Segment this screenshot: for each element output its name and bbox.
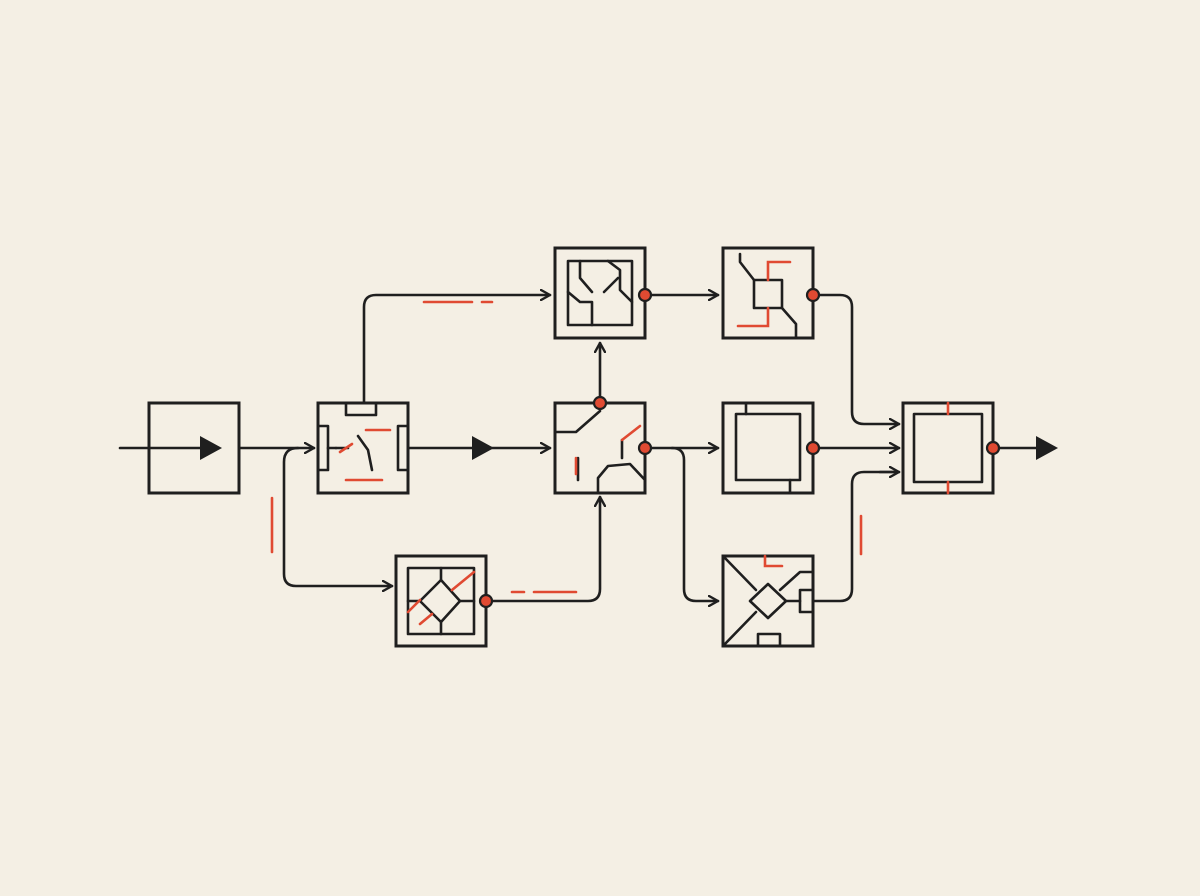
node-upper-right[interactable]: [721, 246, 821, 340]
edge-lower-right-output: [811, 470, 898, 603]
port-marker: [637, 287, 653, 303]
connectors: [118, 293, 1058, 603]
port-marker: [805, 440, 821, 456]
edge-router-lower-right: [670, 446, 720, 601]
port-marker: [805, 287, 821, 303]
port-marker: [637, 440, 653, 456]
accent-dashes: [270, 300, 863, 594]
port-marker: [478, 593, 494, 609]
node-input[interactable]: [147, 401, 241, 495]
node-lower-right[interactable]: [721, 554, 815, 648]
output-arrow-head: [1036, 436, 1058, 460]
input-arrow-head: [200, 436, 222, 460]
node-router[interactable]: [553, 395, 653, 495]
node-upper-mid[interactable]: [553, 246, 653, 340]
port-marker: [592, 395, 608, 411]
edge-lower-left-router: [491, 495, 600, 603]
node-middle-right[interactable]: [721, 401, 821, 495]
edge-upper-right-output: [817, 293, 901, 424]
edge-splitter-upper-mid: [362, 295, 552, 405]
node-output[interactable]: [901, 401, 1001, 495]
mid-arrow-head: [472, 436, 494, 460]
node-lower-left[interactable]: [394, 554, 494, 648]
edge-splitter-lower-left: [282, 446, 394, 586]
node-splitter[interactable]: [316, 401, 410, 495]
port-marker: [985, 440, 1001, 456]
